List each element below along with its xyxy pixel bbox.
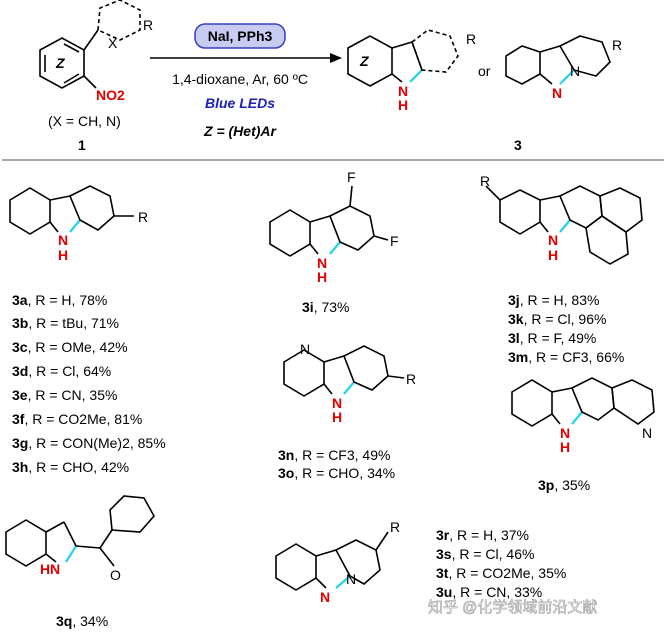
- structure-3j-3m: R N H: [480, 173, 643, 265]
- entry-3i: 3i, 73%: [302, 299, 350, 315]
- n-3j-label: N: [548, 232, 558, 248]
- product-carbazole-3: Z R N H or: [347, 29, 491, 113]
- h-3p-label: H: [560, 439, 570, 455]
- entry-3e: 3e, R = CN, 35%: [12, 387, 117, 403]
- r-label: R: [143, 17, 153, 33]
- entry-3n: 3n, R = CF3, 49%: [278, 447, 390, 463]
- entry-3f: 3f, R = CO2Me, 81%: [12, 411, 142, 427]
- reaction-arrow: [330, 53, 342, 63]
- product-n-label: N: [398, 83, 408, 99]
- product-h-label: H: [398, 97, 408, 113]
- z-label: Z: [55, 55, 65, 71]
- product-z-label: Z: [359, 53, 369, 69]
- n-3n-label: N: [332, 395, 342, 411]
- entry-3p: 3p, 35%: [538, 477, 590, 493]
- entry-3q: 3q, 34%: [56, 613, 108, 629]
- n-3a-label: N: [58, 232, 68, 248]
- structure-3i: F F N H: [269, 169, 399, 285]
- light-text: Blue LEDs: [205, 95, 275, 111]
- n2-3r-label: N: [346, 571, 356, 587]
- watermark-text: 知乎 @化学领域前沿文献: [428, 599, 597, 616]
- f2-label: F: [390, 233, 399, 249]
- list-3j-3m: 3j, R = H, 83% 3k, R = Cl, 96% 3l, R = F…: [508, 292, 624, 365]
- r-3r-label: R: [390, 519, 400, 535]
- product2-n2-label: N: [570, 63, 580, 79]
- h-3q-label: H: [40, 561, 50, 577]
- entry-3j: 3j, R = H, 83%: [508, 292, 599, 308]
- n-3q-label: N: [50, 561, 60, 577]
- entry-3c: 3c, R = OMe, 42%: [12, 339, 128, 355]
- entry-3g: 3g, R = CON(Me)2, 85%: [12, 435, 166, 451]
- entry-3m: 3m, R = CF3, 66%: [508, 349, 624, 365]
- r-3j-label: R: [480, 173, 490, 189]
- n-3p-label: N: [560, 425, 570, 441]
- structure-3p: N N H: [511, 377, 655, 455]
- n-ring-3p-label: N: [642, 425, 652, 441]
- product-r-label: R: [466, 31, 476, 47]
- f1-label: F: [347, 169, 356, 185]
- structure-3a-3h: R N H: [9, 185, 148, 263]
- list-3r-3u: 3r, R = H, 37% 3s, R = Cl, 46% 3t, R = C…: [436, 527, 566, 600]
- n-3r-label: N: [320, 589, 330, 605]
- x-definition: (X = CH, N): [48, 113, 121, 129]
- list-3n-3o: 3n, R = CF3, 49% 3o, R = CHO, 34%: [278, 447, 395, 481]
- h-3n-label: H: [332, 409, 342, 425]
- n-3i-label: N: [317, 255, 327, 271]
- entry-3d: 3d, R = Cl, 64%: [12, 363, 111, 379]
- starting-material-1: Z R X NO2 (X = CH, N) 1: [39, 0, 153, 153]
- structure-3n-3o: N R N H: [283, 341, 416, 425]
- structure-3r-3u: R N N: [275, 519, 400, 605]
- or-text: or: [478, 63, 491, 79]
- product2-n1-label: N: [552, 85, 562, 101]
- x-label: X: [108, 35, 118, 51]
- o-3q-label: O: [110, 567, 121, 583]
- structure-3q: O N H: [5, 495, 155, 583]
- h-3a-label: H: [58, 247, 68, 263]
- h-3i-label: H: [317, 269, 327, 285]
- product2-r-label: R: [612, 37, 622, 53]
- list-3a-3h: 3a, R = H, 78% 3b, R = tBu, 71% 3c, R = …: [12, 292, 166, 475]
- entry-3h: 3h, R = CHO, 42%: [12, 459, 129, 475]
- entry-3b: 3b, R = tBu, 71%: [12, 315, 119, 331]
- compound-1-label: 1: [78, 137, 86, 153]
- entry-3r: 3r, R = H, 37%: [436, 527, 529, 543]
- reagent-box: [194, 23, 286, 49]
- entry-3o: 3o, R = CHO, 34%: [278, 465, 395, 481]
- compound-3-label: 3: [514, 137, 522, 153]
- entry-3s: 3s, R = Cl, 46%: [436, 546, 534, 562]
- reagent-text: NaI, PPh3: [208, 28, 273, 44]
- nitro-label: NO2: [96, 87, 125, 103]
- r-3n-label: R: [406, 371, 416, 387]
- z-definition: Z = (Het)Ar: [203, 123, 278, 139]
- entry-3t: 3t, R = CO2Me, 35%: [436, 565, 566, 581]
- product-pyridoindazole-3: R N N: [505, 35, 622, 101]
- conditions-text: 1,4-dioxane, Ar, 60 ºC: [172, 71, 308, 87]
- n-ring-3n-label: N: [300, 341, 310, 357]
- h-3j-label: H: [548, 247, 558, 263]
- entry-3l: 3l, R = F, 49%: [508, 330, 596, 346]
- entry-3u: 3u, R = CN, 33%: [436, 584, 542, 600]
- entry-3a: 3a, R = H, 78%: [12, 292, 107, 308]
- reaction-conditions: NaI, PPh3 1,4-dioxane, Ar, 60 ºC Blue LE…: [150, 23, 342, 139]
- entry-3k: 3k, R = Cl, 96%: [508, 311, 606, 327]
- r-3a-label: R: [138, 209, 148, 225]
